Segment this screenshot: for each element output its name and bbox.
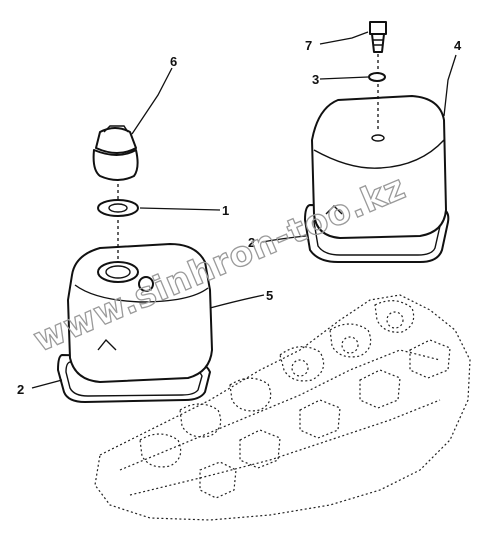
callout-6: 6 — [170, 54, 177, 69]
callout-5: 5 — [266, 288, 273, 303]
callout-4: 4 — [454, 38, 462, 53]
cylinder-head — [94, 294, 471, 521]
mounting-bolt — [369, 21, 387, 53]
small-seal-ring — [368, 72, 386, 82]
oil-filler-cap — [92, 125, 139, 181]
left-valve-cover — [67, 160, 213, 383]
callout-2-left: 2 — [17, 382, 24, 397]
callout-7: 7 — [305, 38, 312, 53]
right-valve-cover — [311, 48, 447, 239]
callout-2-right: 2 — [248, 235, 255, 250]
callout-1: 1 — [222, 203, 229, 218]
callout-3: 3 — [312, 72, 319, 87]
leader-lines — [31, 31, 457, 389]
seal-washer — [97, 199, 139, 217]
